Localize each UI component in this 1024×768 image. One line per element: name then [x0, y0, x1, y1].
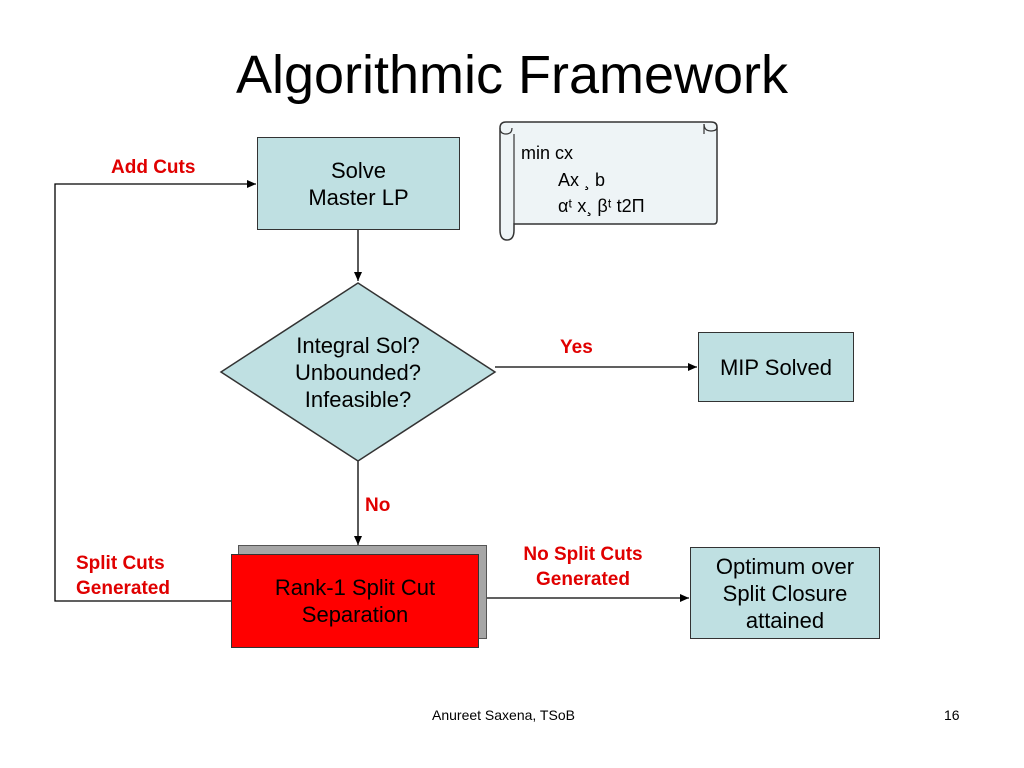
rank1-split-separation-box: Rank-1 Split Cut Separation — [231, 554, 479, 648]
solve-master-lp-box: Solve Master LP — [257, 137, 460, 230]
arrow-feedback-loop — [54, 180, 256, 602]
label-line: Split Cuts — [76, 553, 165, 574]
optimum-split-closure-box: Optimum over Split Closure attained — [690, 547, 880, 639]
scroll-shape — [499, 121, 718, 241]
yes-label: Yes — [560, 337, 593, 358]
node-label: Integral Sol? — [296, 332, 420, 358]
footer-author: Anureet Saxena, TSoB — [432, 707, 575, 723]
decision-text: Integral Sol? Unbounded? Infeasible? — [248, 330, 468, 414]
decision-diamond — [219, 282, 497, 462]
node-label: Rank-1 Split Cut — [274, 575, 436, 600]
page-number: 16 — [944, 707, 960, 723]
mip-solved-box: MIP Solved — [698, 332, 854, 402]
node-label: Separation — [301, 602, 409, 627]
scroll-line-cut: αᵗ x¸ βᵗ t2Π — [558, 196, 645, 216]
no-label: No — [365, 495, 391, 516]
scroll-line-objective: min cx — [521, 143, 574, 163]
scroll-line-constraint: Ax ¸ b — [558, 170, 606, 190]
no-split-cuts-label: No Split Cuts Generated — [500, 542, 666, 592]
node-label: Infeasible? — [304, 386, 412, 412]
node-label: attained — [745, 607, 825, 633]
node-label: Split Closure — [722, 580, 848, 606]
slide-title: Algorithmic Framework — [235, 45, 789, 105]
split-cuts-generated-label: Split Cuts Generated — [76, 551, 170, 601]
node-label: Unbounded? — [294, 359, 421, 385]
label-line: Generated — [76, 578, 170, 599]
node-label: Master LP — [308, 184, 409, 210]
node-label: MIP Solved — [719, 354, 833, 380]
label-line: No Split Cuts — [523, 544, 643, 565]
node-label: Solve — [330, 157, 387, 183]
node-label: Optimum over — [715, 553, 855, 579]
add-cuts-label: Add Cuts — [111, 157, 196, 178]
label-line: Generated — [536, 569, 630, 590]
